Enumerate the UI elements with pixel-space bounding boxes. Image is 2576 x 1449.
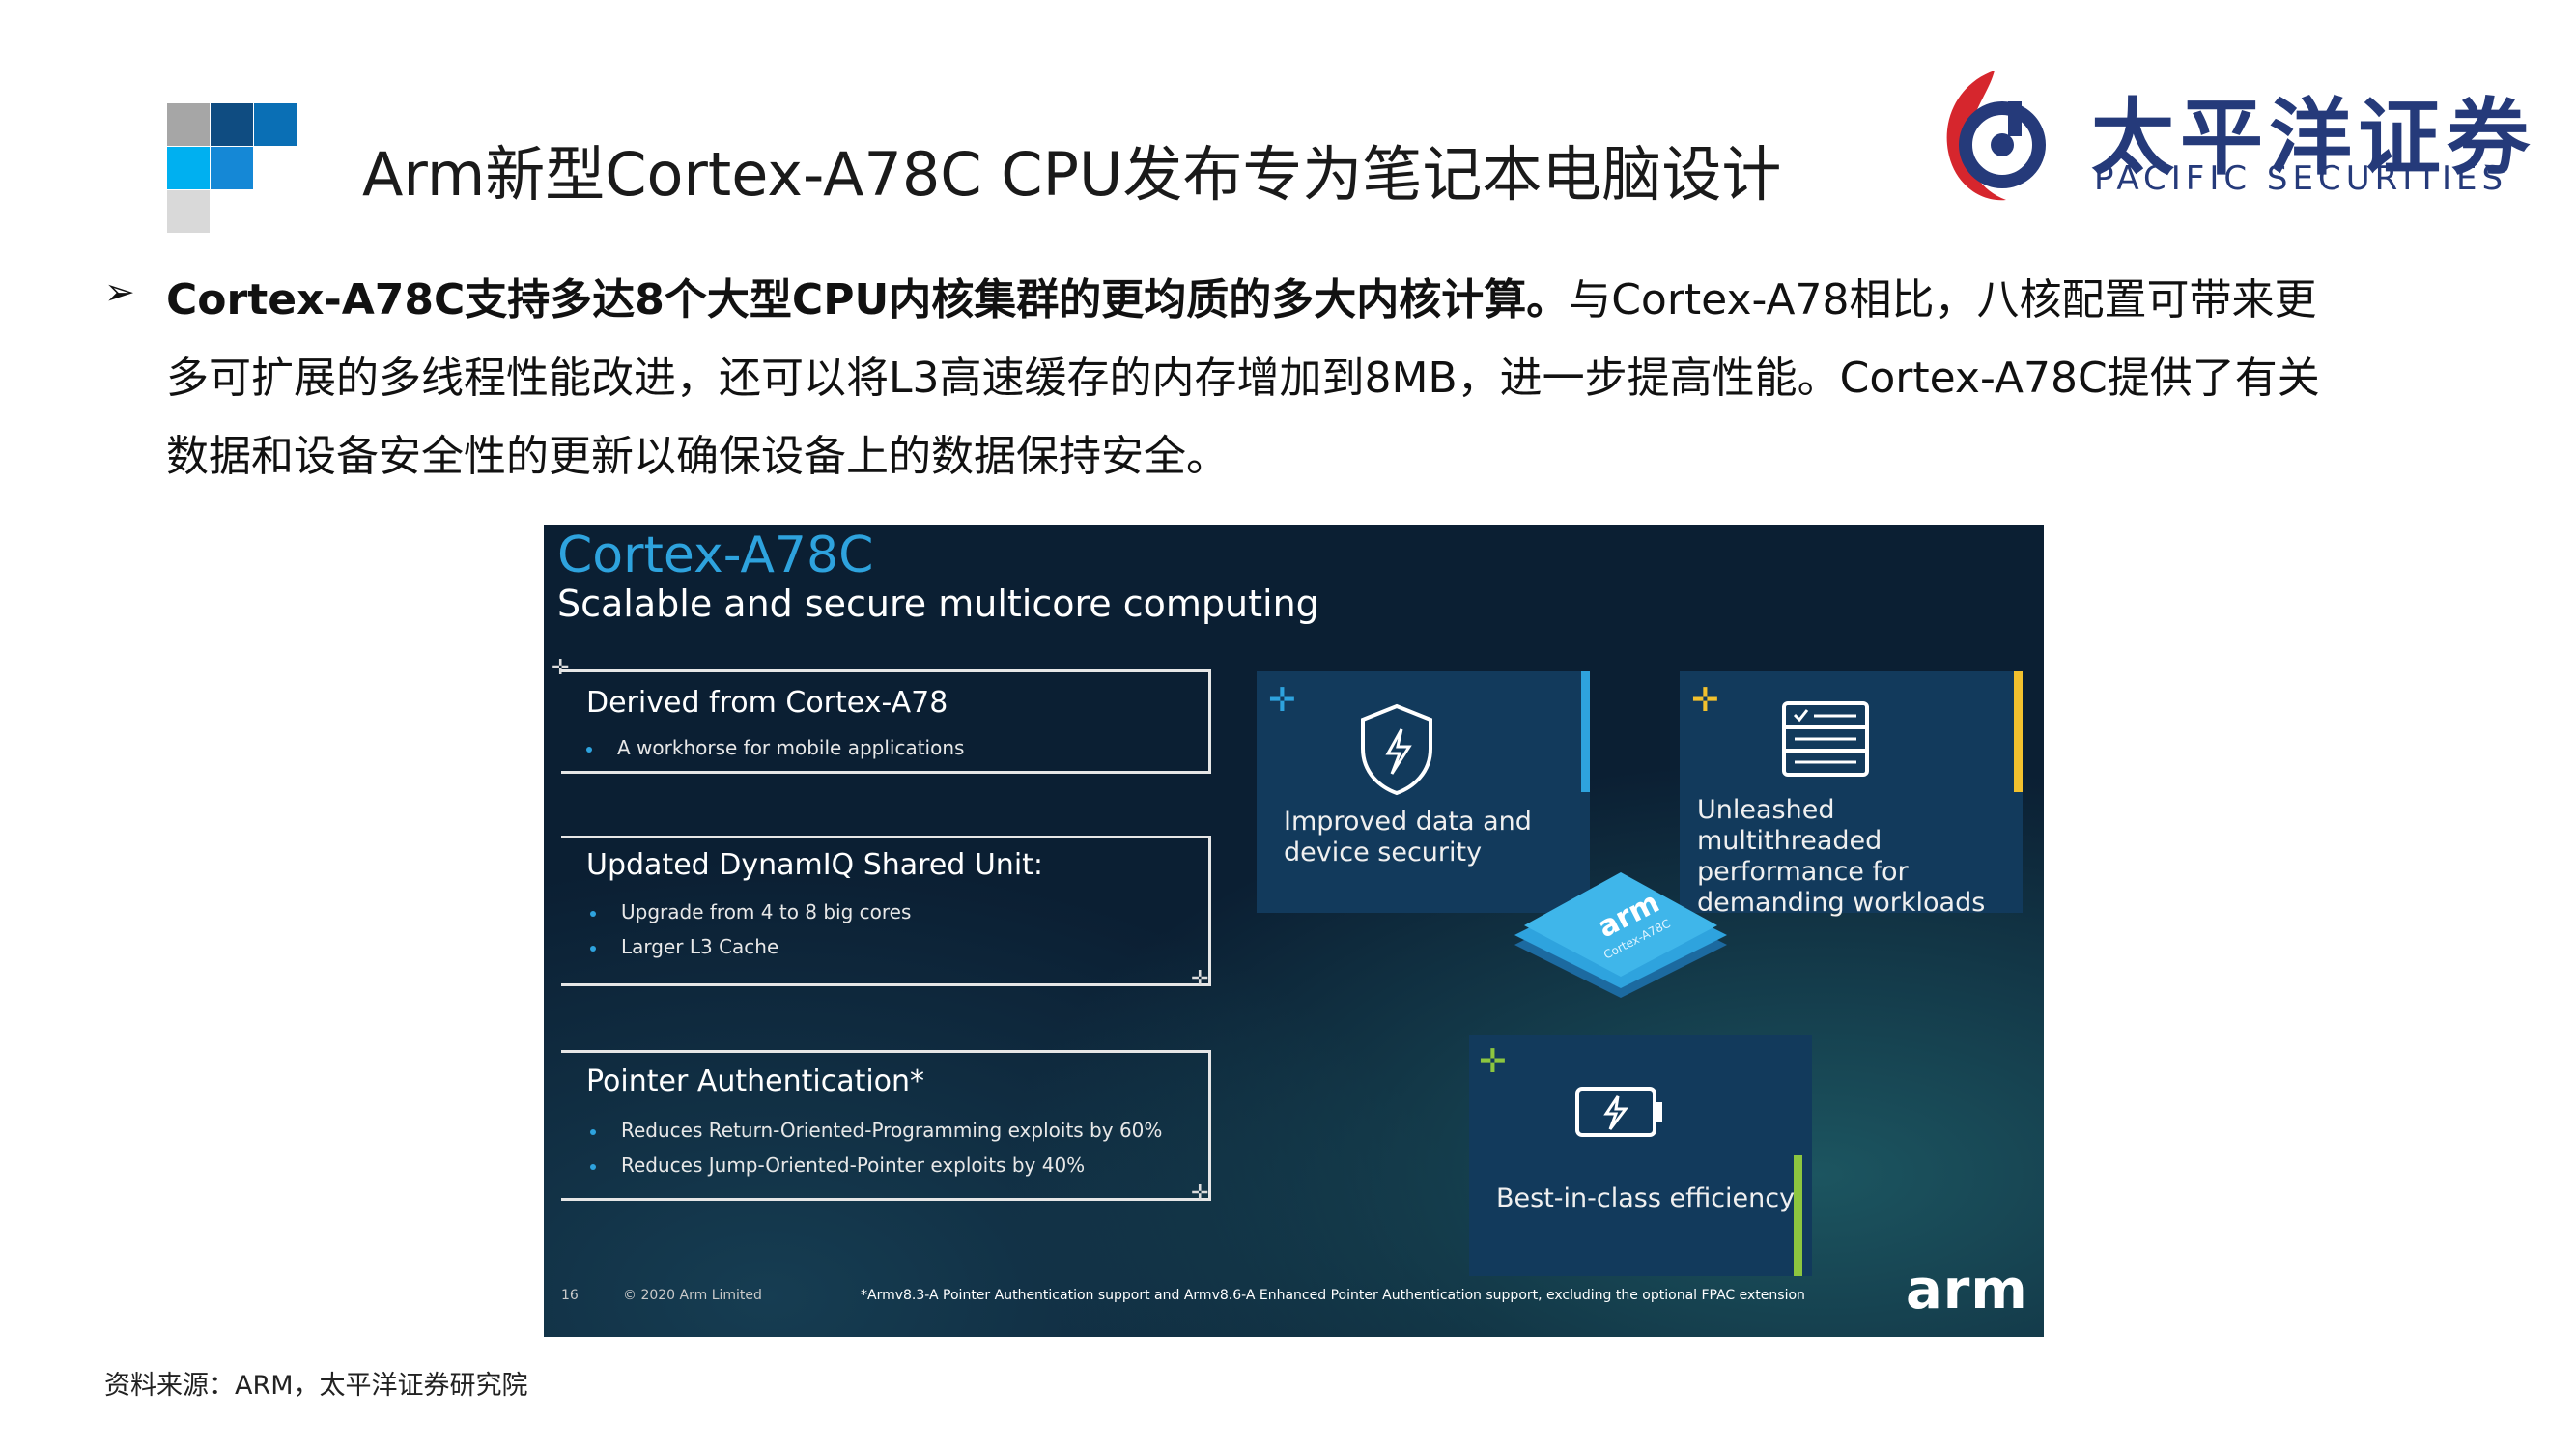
- card-text: Best-in-class efficiency: [1496, 1183, 1796, 1213]
- bullet-dot-icon: [586, 746, 592, 753]
- plus-marker-icon: ✛: [1691, 681, 1719, 720]
- source-note: 资料来源：ARM，太平洋证券研究院: [104, 1371, 528, 1401]
- arm-slide-image: Cortex-A78C Scalable and secure multicor…: [544, 525, 2044, 1337]
- plus-marker-icon: ✛: [552, 656, 570, 680]
- slide-copyright: © 2020 Arm Limited: [623, 1288, 762, 1303]
- slide-subtitle: Scalable and secure multicore computing: [557, 582, 1319, 625]
- plus-marker-icon: ✛: [1268, 681, 1296, 720]
- battery-icon: [1575, 1087, 1662, 1137]
- body-paragraph: Cortex-A78C支持多达8个大型CPU内核集群的更均质的多大内核计算。与C…: [166, 261, 2330, 496]
- card-efficiency: ✛ Best-in-class efficiency: [1469, 1035, 1812, 1276]
- box-heading: Updated DynamIQ Shared Unit:: [586, 848, 1044, 882]
- accent-bar: [1581, 671, 1590, 792]
- logo-chinese-text: 太平洋证券: [2091, 90, 2535, 186]
- arm-logo: arm: [1906, 1259, 2028, 1321]
- box-item: Larger L3 Cache: [590, 935, 778, 958]
- box-item: Reduces Return-Oriented-Programming expl…: [590, 1119, 1162, 1142]
- shield-lightning-icon: [1361, 703, 1432, 796]
- bullet-dot-icon: [590, 910, 596, 917]
- logo-english-text: PACIFIC SECURITIES: [2094, 159, 2508, 198]
- feature-box-dynamiq: Updated DynamIQ Shared Unit: Upgrade fro…: [561, 836, 1211, 986]
- bold-lead-text: Cortex-A78C支持多达8个大型CPU内核集群的更均质的多大内核计算。: [166, 275, 1570, 325]
- slide-title: Cortex-A78C: [557, 526, 874, 584]
- feature-box-derived: Derived from Cortex-A78 A workhorse for …: [561, 669, 1211, 774]
- box-item: Upgrade from 4 to 8 big cores: [590, 900, 911, 923]
- arm-chip-icon: arm Cortex-A78C: [1514, 872, 1727, 998]
- bullet-dot-icon: [590, 1163, 596, 1170]
- accent-bar: [2014, 671, 2023, 792]
- box-item: Reduces Jump-Oriented-Pointer exploits b…: [590, 1153, 1085, 1177]
- box-heading: Derived from Cortex-A78: [586, 686, 948, 720]
- logo-emblem-icon: [1946, 71, 2046, 201]
- plus-marker-icon: ✛: [1479, 1042, 1507, 1081]
- bullet-dot-icon: [590, 945, 596, 952]
- accent-bar: [1794, 1155, 1802, 1276]
- slide-footnote: *Armv8.3-A Pointer Authentication suppor…: [861, 1288, 1805, 1303]
- bullet-arrow-icon: ➢: [104, 270, 135, 313]
- box-item: A workhorse for mobile applications: [586, 736, 964, 759]
- body-text: 与Cortex-A78相比，八核配置可带来更多可扩展的多线程性能改进，还可以将L…: [166, 275, 2320, 481]
- server-list-icon: [1782, 701, 1869, 777]
- plus-marker-icon: ✛: [1191, 967, 1209, 991]
- slide-page-number: 16: [561, 1288, 579, 1303]
- page-title: Arm新型Cortex-A78C CPU发布专为笔记本电脑设计: [362, 139, 1782, 210]
- plus-marker-icon: ✛: [1191, 1181, 1209, 1206]
- bullet-dot-icon: [590, 1128, 596, 1135]
- box-heading: Pointer Authentication*: [586, 1065, 925, 1098]
- feature-box-pointer-auth: Pointer Authentication* Reduces Return-O…: [561, 1050, 1211, 1201]
